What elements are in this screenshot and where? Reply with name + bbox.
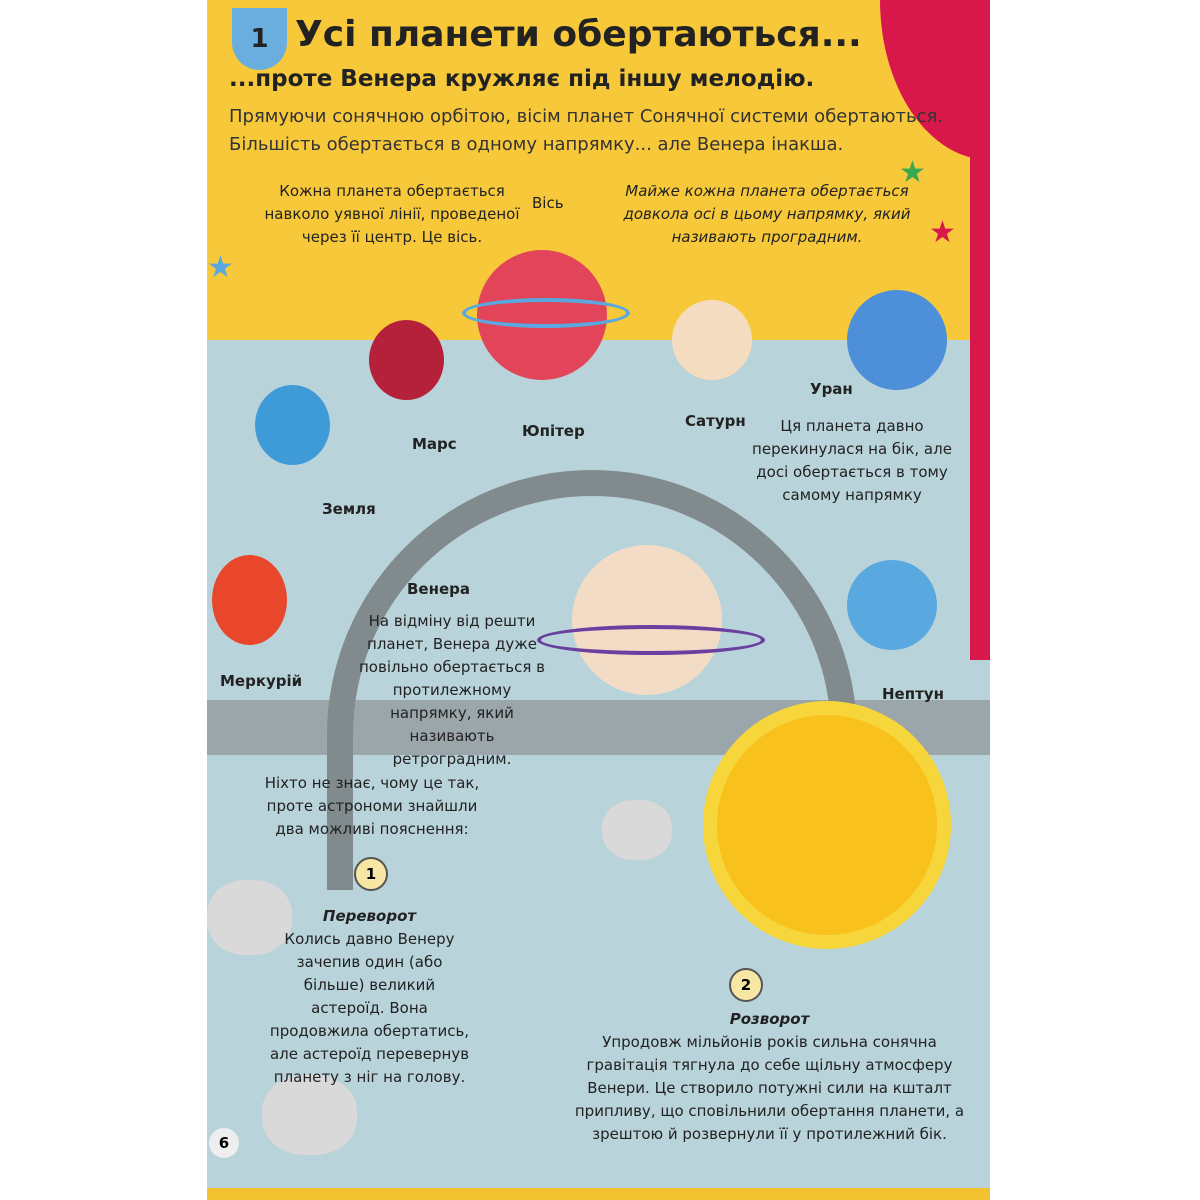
- star-icon: ★: [899, 155, 926, 190]
- sun: [717, 715, 937, 935]
- bottom-edge: [207, 1188, 990, 1200]
- retrograde-ring: [537, 625, 765, 655]
- star-icon: ★: [207, 250, 234, 285]
- explanation-text-2: Упродовж мільйонів років сильна сонячна …: [574, 1033, 965, 1143]
- rotation-ring: [462, 298, 630, 328]
- label-saturn: Сатурн: [685, 412, 746, 430]
- mercury-planet: [212, 555, 287, 645]
- uranus-note: Ця планета давно перекинулася на бік, ал…: [752, 417, 952, 504]
- axis-label: Вісь: [532, 194, 564, 212]
- earth-planet: [255, 385, 330, 465]
- label-earth: Земля: [322, 500, 376, 518]
- explanation-text-1: Колись давно Венеру зачепив один (або бі…: [269, 930, 470, 1086]
- intro-text: Прямуючи сонячною орбітою, вісім планет …: [229, 106, 944, 155]
- label-jupiter: Юпітер: [522, 422, 585, 440]
- red-curtain-edge: [970, 150, 990, 660]
- prograde-note: Майже кожна планета обертається довкола …: [623, 182, 911, 246]
- page-subtitle: ...проте Венера кружляє під іншу мелодію…: [229, 66, 815, 92]
- explanation-title-2: Розворот: [729, 1010, 810, 1028]
- label-venus: Венера: [407, 580, 471, 598]
- star-icon: ★: [929, 215, 956, 250]
- page-number: 6: [209, 1128, 239, 1158]
- explanation-title-1: Переворот: [322, 907, 417, 925]
- venus-note: На відміну від решти планет, Венера дуже…: [359, 612, 545, 768]
- asteroid: [602, 800, 672, 860]
- explanation-number-2: 2: [729, 968, 763, 1002]
- book-page: ★ ★ ★ 1 Усі планети обертаються... ...пр…: [207, 0, 990, 1200]
- saturn-planet: [672, 300, 752, 380]
- asteroid: [262, 1075, 357, 1155]
- label-uranus: Уран: [810, 380, 853, 398]
- label-mars: Марс: [412, 435, 457, 453]
- axis-explanation: Кожна планета обертається навколо уявної…: [264, 182, 520, 246]
- venus-planet: [572, 545, 722, 695]
- section-number: 1: [232, 8, 287, 70]
- label-neptune: Нептун: [882, 685, 944, 703]
- label-mercury: Меркурій: [220, 672, 303, 690]
- neptune-planet: [847, 560, 937, 650]
- mars-planet: [369, 320, 444, 400]
- page-title: Усі планети обертаються...: [295, 14, 862, 55]
- uranus-planet: [847, 290, 947, 390]
- explanation-number-1: 1: [354, 857, 388, 891]
- asteroid: [207, 880, 292, 955]
- mystery-text: Ніхто не знає, чому це так, проте астрон…: [264, 774, 480, 838]
